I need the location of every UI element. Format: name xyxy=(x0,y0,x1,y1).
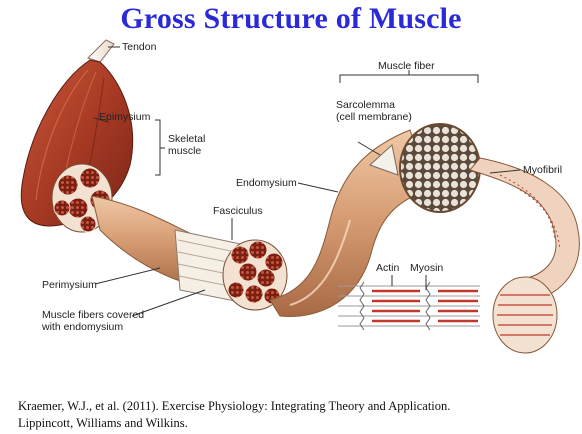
label-fasciculus: Fasciculus xyxy=(213,205,263,217)
label-actin: Actin xyxy=(376,262,400,274)
label-epimysium: Epimysium xyxy=(99,111,151,123)
citation: Kraemer, W.J., et al. (2011). Exercise P… xyxy=(18,398,578,432)
label-tendon: Tendon xyxy=(122,41,157,53)
sarcomere-detail xyxy=(338,281,480,331)
muscle-fiber-cross-section xyxy=(399,123,481,213)
tendon-shape xyxy=(87,39,115,63)
label-myofibril: Myofibril xyxy=(523,164,563,176)
label-skeletal-muscle: Skeletal muscle xyxy=(168,133,206,157)
page-title: Gross Structure of Muscle xyxy=(120,2,462,35)
muscle-structure-illustration xyxy=(20,39,580,354)
label-myosin: Myosin xyxy=(410,262,444,274)
label-endomysium: Endomysium xyxy=(236,177,297,189)
citation-line-2: Lippincott, Williams and Wilkins. xyxy=(18,416,188,430)
label-muscle-fiber: Muscle fiber xyxy=(378,60,435,72)
label-sarcolemma: Sarcolemma (cell membrane) xyxy=(336,99,412,123)
label-perimysium: Perimysium xyxy=(42,279,97,291)
label-muscle-fibers-covered: Muscle fibers covered with endomysium xyxy=(42,309,145,333)
citation-line-1: Kraemer, W.J., et al. (2011). Exercise P… xyxy=(18,399,451,413)
